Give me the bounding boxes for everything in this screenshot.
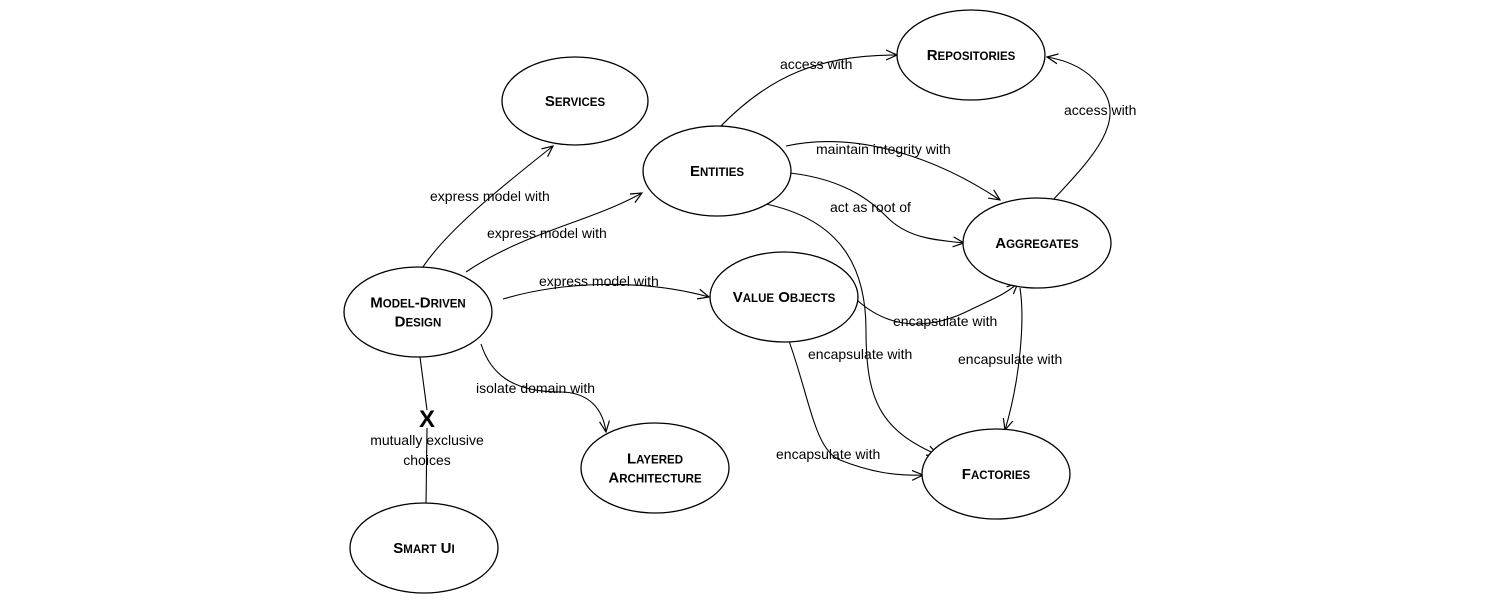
node-label-repositories: REPOSITORIES bbox=[927, 47, 1016, 64]
edge-label-entities-aggregates-integrity: maintain integrity with bbox=[816, 141, 951, 157]
edge-mdd-smart-ui bbox=[419, 356, 428, 505]
node-ellipse-layered-architecture bbox=[580, 422, 730, 514]
edge-entities-repositories bbox=[718, 55, 897, 129]
node-ellipse-smart-ui bbox=[349, 502, 499, 594]
edge-line-mdd-smart-ui bbox=[419, 356, 428, 505]
edges-layer bbox=[419, 55, 1111, 505]
edge-mdd-services bbox=[420, 146, 553, 271]
edge-aggregates-factories bbox=[1005, 287, 1023, 430]
node-factories: FACTORIES bbox=[921, 428, 1071, 520]
edge-value-objects-aggregates bbox=[856, 283, 1018, 325]
edge-line-mdd-value-objects bbox=[502, 283, 709, 300]
node-ellipse-entities bbox=[642, 125, 792, 217]
node-entities: ENTITIES bbox=[642, 125, 792, 217]
edge-label-mdd-entities: express model with bbox=[487, 225, 607, 241]
edge-mdd-entities bbox=[465, 193, 642, 273]
edge-label-mdd-services: express model with bbox=[430, 188, 550, 204]
node-smart-ui: SMART UI bbox=[349, 502, 499, 594]
node-ellipse-repositories bbox=[896, 9, 1046, 101]
edge-aggregates-repositories bbox=[1047, 57, 1111, 201]
edge-label-mdd-layered: isolate domain with bbox=[476, 380, 595, 396]
edge-labels-layer: express model with express model with expr… bbox=[370, 56, 1136, 468]
edge-line-entities-aggregates-root bbox=[789, 172, 964, 243]
edge-line-value-objects-factories bbox=[788, 340, 923, 475]
nodes-layer: SERVICES REPOSITORIES ENTITIES AGGREGATES MO… bbox=[343, 9, 1112, 594]
node-label-layered-architecture-line-2: ARCHITECTURE bbox=[608, 470, 702, 487]
edge-line-entities-factories bbox=[765, 203, 938, 455]
edge-line-aggregates-factories bbox=[1005, 287, 1023, 430]
node-label-model-driven-design-line-2: DESIGN bbox=[395, 314, 442, 331]
node-repositories: REPOSITORIES bbox=[896, 9, 1046, 101]
edge-line-aggregates-repositories bbox=[1047, 57, 1111, 201]
edge-line-entities-aggregates-integrity bbox=[785, 141, 1000, 200]
edge-label-entities-repositories: access with bbox=[780, 56, 852, 72]
edge-label-value-objects-factories: encapsulate with bbox=[776, 446, 880, 462]
node-ellipse-aggregates bbox=[962, 197, 1112, 289]
edge-label-entities-factories: encapsulate with bbox=[808, 346, 912, 362]
edge-line-mdd-services bbox=[420, 146, 553, 271]
edge-label-aggregates-repositories: access with bbox=[1064, 102, 1136, 118]
edge-mdd-layered bbox=[480, 343, 606, 432]
edge-value-objects-factories bbox=[788, 340, 923, 475]
node-model-driven-design: MODEL-DRIVEN DESIGN bbox=[343, 266, 493, 358]
node-ellipse-model-driven-design bbox=[343, 266, 493, 358]
edge-label-aggregates-factories: encapsulate with bbox=[958, 351, 1062, 367]
edge-label-mdd-value-objects: express model with bbox=[539, 273, 659, 289]
node-ellipse-services bbox=[501, 56, 649, 146]
node-ellipse-factories bbox=[921, 428, 1071, 520]
mutually-exclusive-x-mark: X bbox=[419, 406, 435, 433]
edge-label-value-objects-aggregates: encapsulate with bbox=[893, 313, 997, 329]
edge-line-mdd-layered bbox=[480, 343, 606, 432]
node-label-model-driven-design-line-1: MODEL-DRIVEN bbox=[370, 295, 465, 312]
edge-label-mdd-smart-ui-line-2: choices bbox=[403, 452, 450, 468]
node-label-smart-ui: SMART UI bbox=[393, 540, 454, 557]
edge-label-mdd-smart-ui-line-1: mutually exclusive bbox=[370, 432, 484, 448]
edge-entities-aggregates-integrity bbox=[785, 141, 1000, 200]
edge-entities-factories bbox=[765, 203, 938, 455]
node-label-aggregates: AGGREGATES bbox=[995, 235, 1079, 252]
node-label-services: SERVICES bbox=[545, 93, 606, 110]
node-label-factories: FACTORIES bbox=[962, 466, 1031, 483]
node-value-objects: VALUE OBJECTS bbox=[709, 251, 859, 343]
edge-mdd-value-objects bbox=[502, 283, 709, 300]
node-label-layered-architecture-line-1: LAYERED bbox=[627, 451, 683, 468]
edge-label-entities-aggregates-root: act as root of bbox=[830, 199, 911, 215]
node-label-value-objects: VALUE OBJECTS bbox=[733, 289, 836, 306]
node-ellipse-value-objects bbox=[709, 251, 859, 343]
edge-line-entities-repositories bbox=[718, 55, 897, 129]
node-aggregates: AGGREGATES bbox=[962, 197, 1112, 289]
edge-line-mdd-entities bbox=[465, 193, 642, 273]
edge-entities-aggregates-root bbox=[789, 172, 964, 243]
node-layered-architecture: LAYERED ARCHITECTURE bbox=[580, 422, 730, 514]
node-services: SERVICES bbox=[501, 56, 649, 146]
edge-line-value-objects-aggregates bbox=[856, 283, 1018, 325]
node-label-entities: ENTITIES bbox=[690, 163, 744, 180]
